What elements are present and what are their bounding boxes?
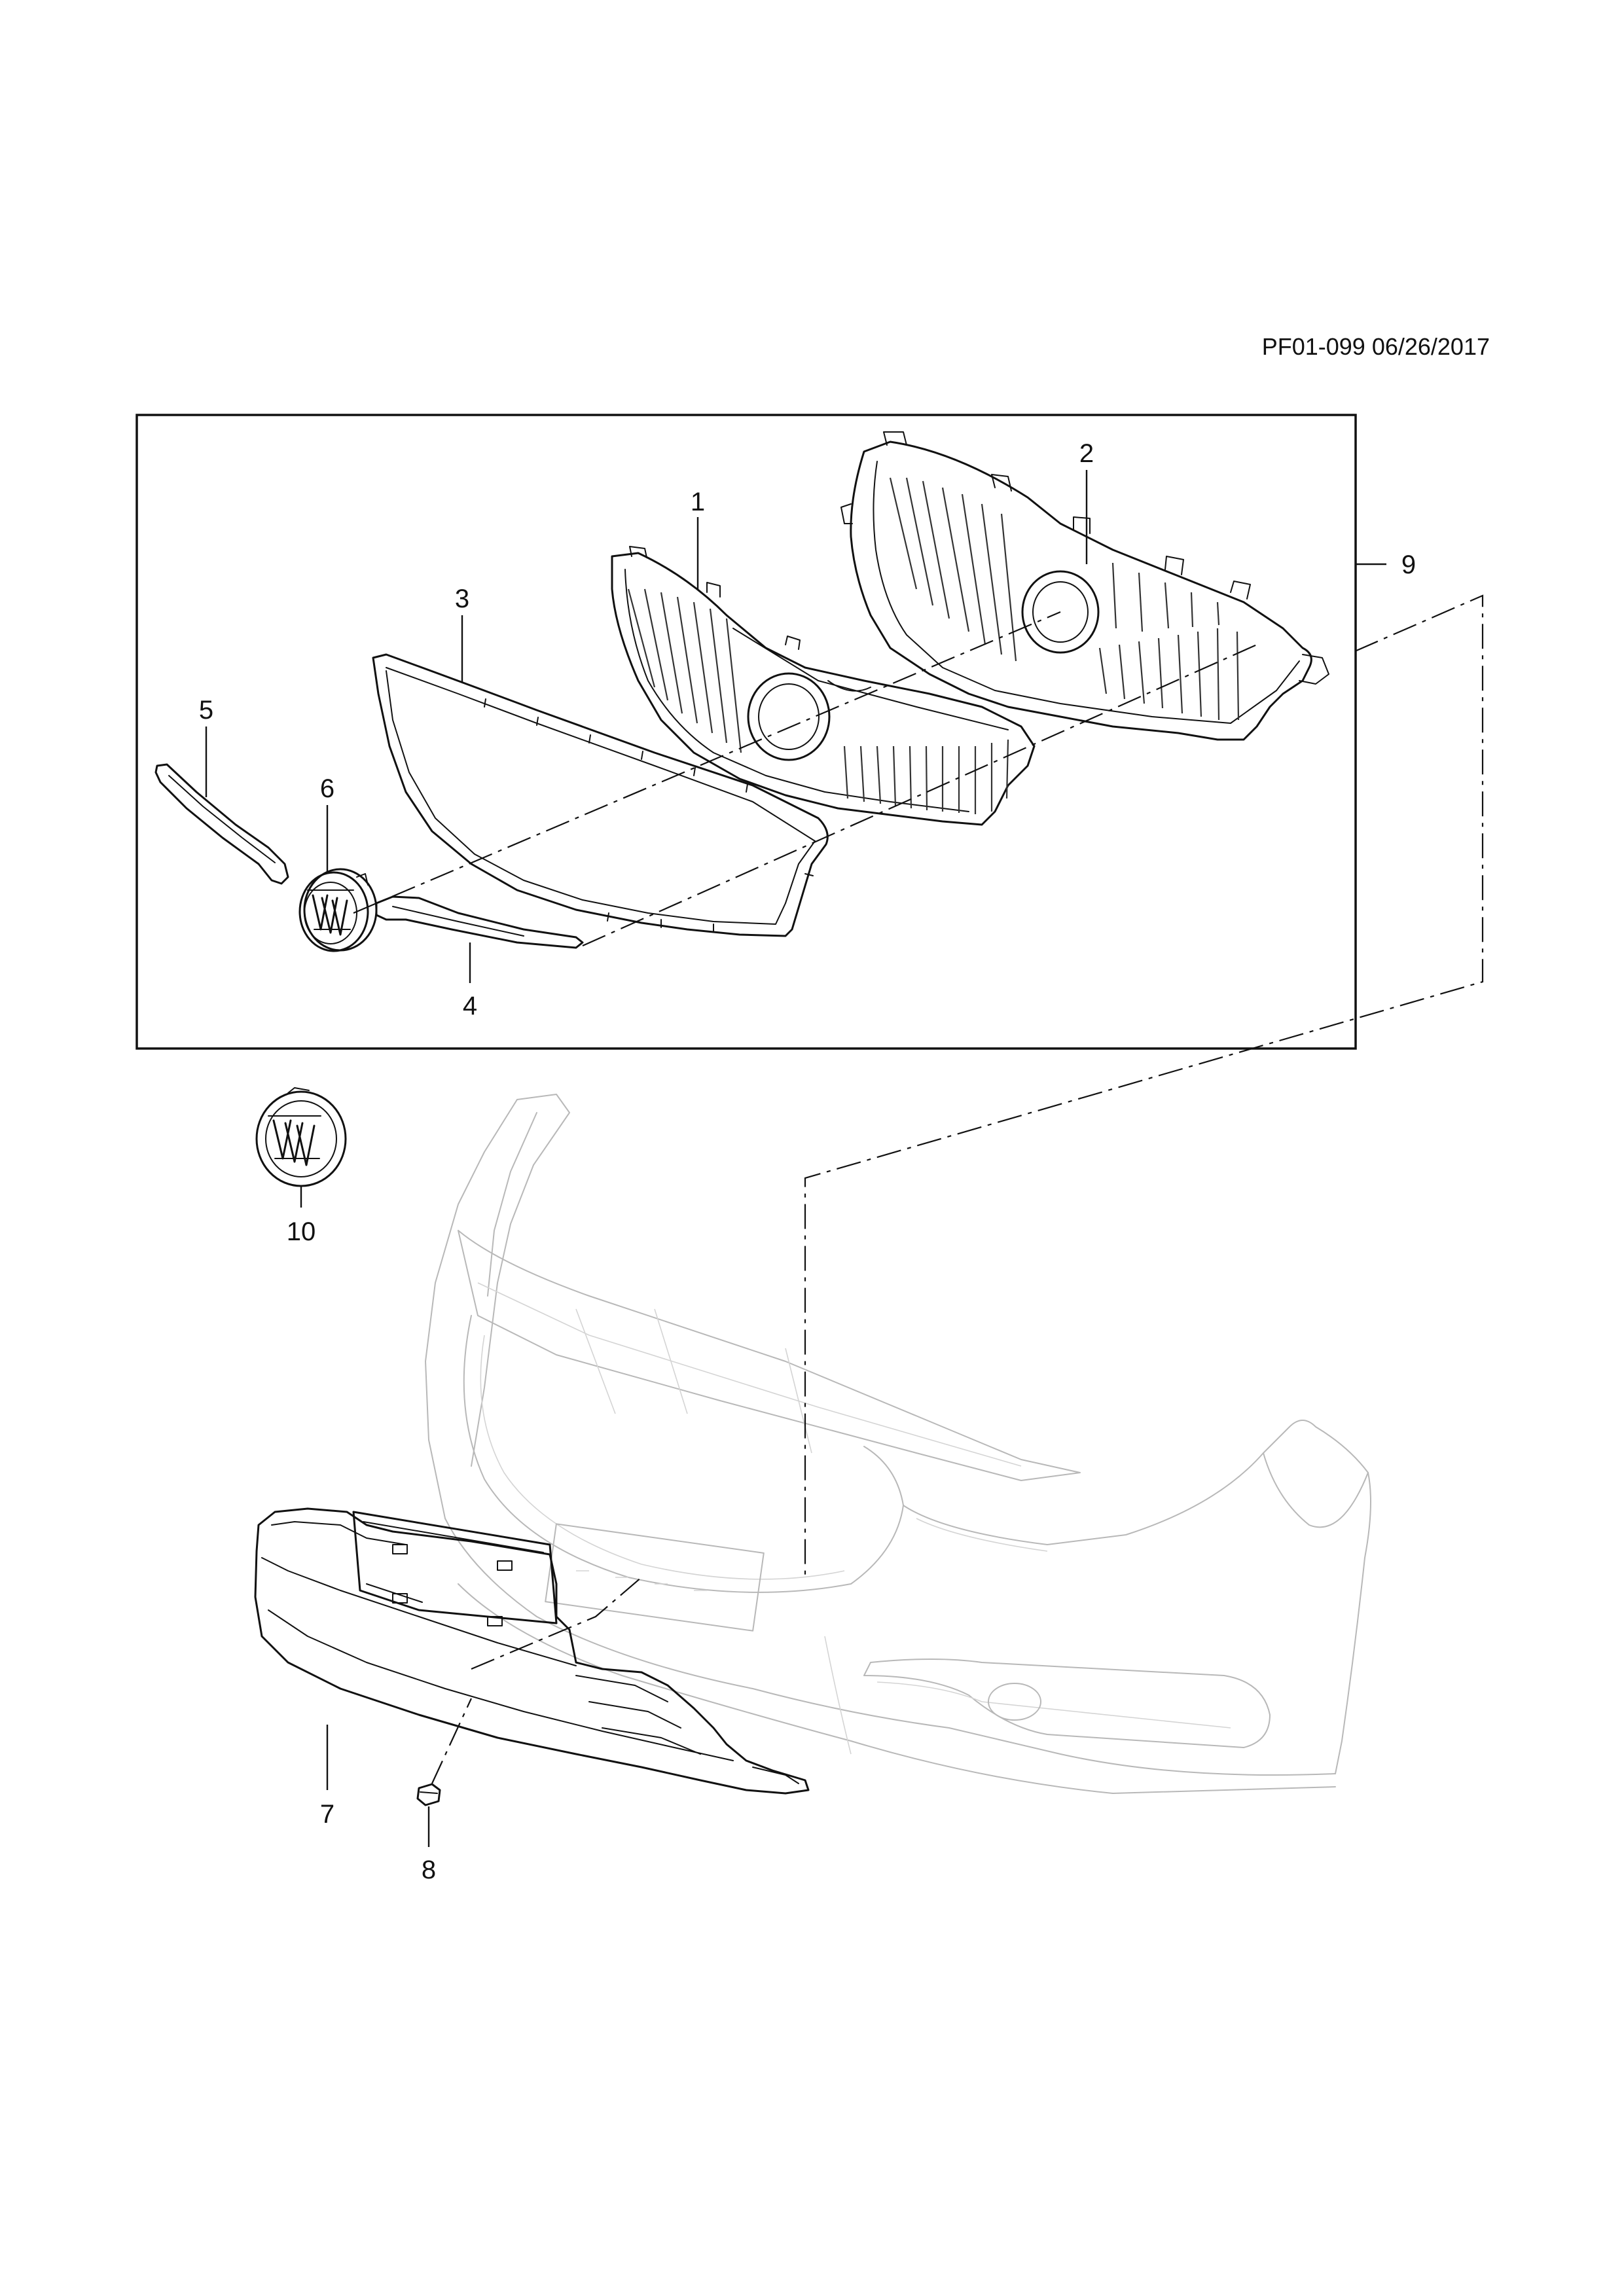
callout-8: 8 <box>422 1856 436 1884</box>
part-2-grille-assembly <box>840 431 1329 741</box>
part-4-lower-trim-strip <box>375 895 584 949</box>
document-id: PF01-099 06/26/2017 <box>1261 333 1490 360</box>
callout-4: 4 <box>463 992 477 1020</box>
part-8-clip <box>416 1783 441 1806</box>
kit-boundary-box <box>135 414 1357 1050</box>
part-1-grille <box>611 546 1036 826</box>
part-10-emblem <box>255 1087 347 1187</box>
callout-3: 3 <box>455 584 469 613</box>
callout-leaders <box>205 470 1386 1847</box>
callout-7: 7 <box>320 1800 334 1829</box>
callout-labels: 1 2 3 4 5 6 7 8 9 10 <box>199 439 1416 1884</box>
assembly-alignment-lines <box>353 594 1484 1784</box>
callout-1: 1 <box>691 488 705 516</box>
front-bumper-fascia <box>425 1094 1371 1794</box>
callout-9: 9 <box>1401 550 1416 579</box>
part-3-grille-molding <box>372 653 829 937</box>
callout-6: 6 <box>320 774 334 803</box>
callout-5: 5 <box>199 696 213 725</box>
callout-2: 2 <box>1079 439 1094 468</box>
part-5-side-trim <box>154 763 289 885</box>
callout-10: 10 <box>287 1217 316 1246</box>
part-6-emblem <box>298 868 378 952</box>
part-7-lower-grille-panel <box>254 1507 810 1795</box>
